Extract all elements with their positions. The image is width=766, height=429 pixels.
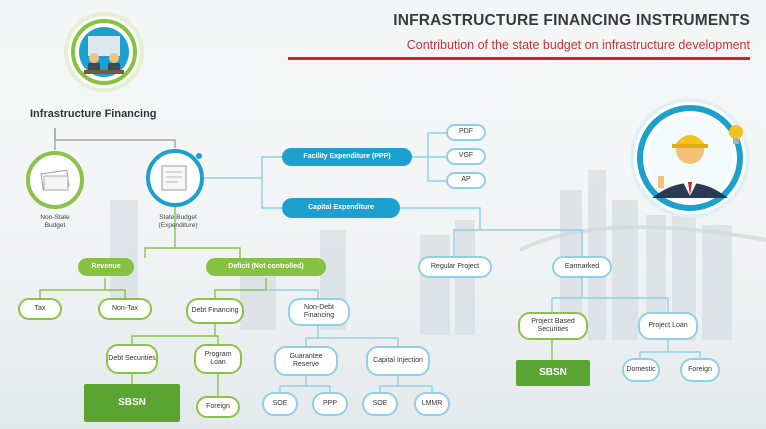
capital-expenditure-node: Capital Expenditure xyxy=(282,198,400,218)
soe-node-2: SOE xyxy=(362,392,398,416)
debt-securities-node: Debt Securities xyxy=(106,344,158,374)
earmarked-node: Earmarked xyxy=(552,256,612,278)
facility-expenditure-node: Facility Expenditure (PPP) xyxy=(282,148,412,166)
sbsn-expenditure-box: SBSN xyxy=(516,360,590,386)
pdf-node: PDF xyxy=(446,124,486,141)
non-state-budget-label: Non-State Budget xyxy=(40,214,70,229)
debt-financing-node: Debt Financing xyxy=(186,298,244,324)
lmmr-node: LMMR xyxy=(414,392,450,416)
foreign-loan-node: Foreign xyxy=(680,358,720,382)
project-loan-node: Project Loan xyxy=(638,312,698,340)
ap-node: AP xyxy=(446,172,486,189)
soe-node-1: SOE xyxy=(262,392,298,416)
guarantee-reserve-node: Guarantee Reserve xyxy=(274,346,338,376)
page-title: INFRASTRUCTURE FINANCING INSTRUMENTS xyxy=(393,12,750,29)
capital-injection-node: Capital Injection xyxy=(366,346,430,376)
page-subtitle: Contribution of the state budget on infr… xyxy=(406,38,750,52)
non-debt-financing-node: Non-Debt Financing xyxy=(288,298,350,326)
regular-project-node: Regular Project xyxy=(418,256,492,278)
domestic-node: Domestic xyxy=(622,358,660,382)
project-based-securities-node: Project Based Securities xyxy=(518,312,588,340)
deficit-node: Deficit (Not controlled) xyxy=(206,258,326,276)
vgf-node: VGF xyxy=(446,148,486,165)
state-budget-label: State Budget (Expenditure) xyxy=(158,214,198,229)
program-loan-node: Program Loan xyxy=(194,344,242,374)
non-tax-node: Non-Tax xyxy=(98,298,152,320)
root-label: Infrastructure Financing xyxy=(30,108,157,120)
revenue-node: Revenue xyxy=(78,258,134,276)
sbsn-revenue-box: SBSN xyxy=(84,384,180,422)
foreign-program-node: Foreign xyxy=(196,396,240,418)
ppp-node: PPP xyxy=(312,392,348,416)
tax-node: Tax xyxy=(18,298,62,320)
title-underline xyxy=(288,57,750,60)
